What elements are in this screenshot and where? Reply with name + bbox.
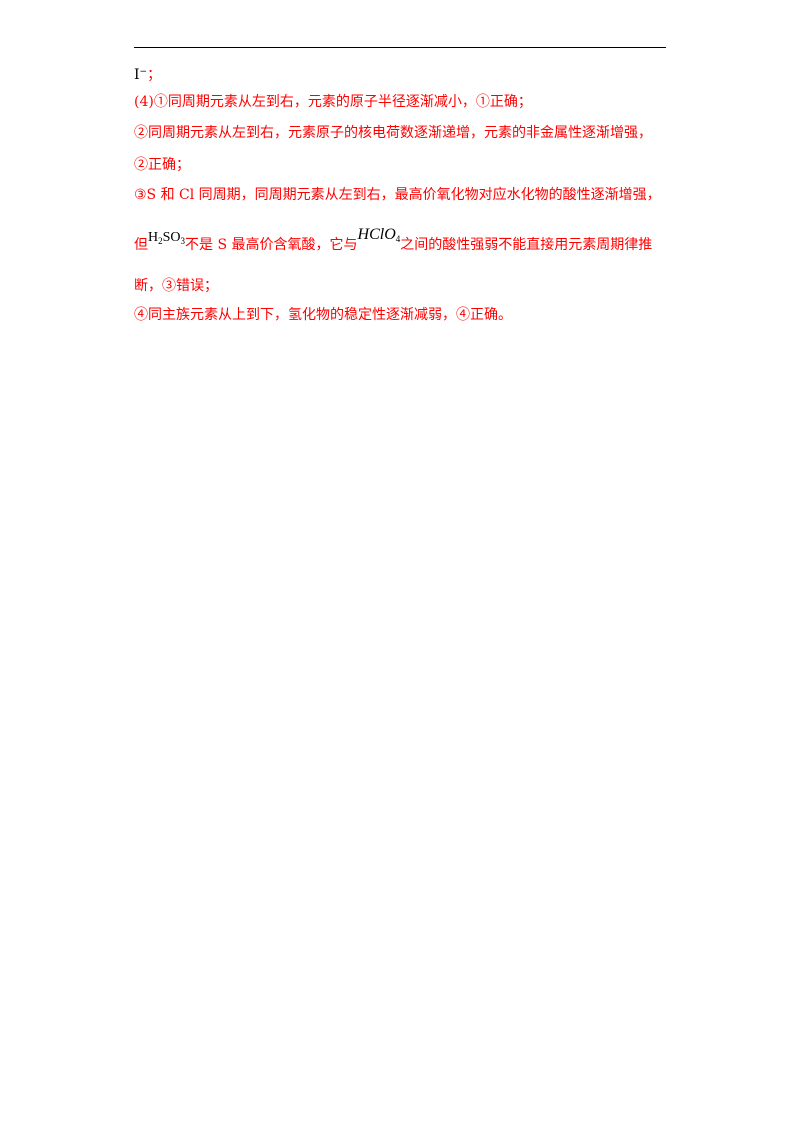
line-answer-2a: ②同周期元素从左到右，元素原子的核电荷数逐渐递增，元素的非金属性逐渐增强，	[134, 125, 652, 141]
line-answer-4-1: (4)①同周期元素从左到右，元素的原子半径逐渐减小，①正确；	[134, 94, 532, 110]
formula-h2so3: H2SO3	[148, 230, 186, 246]
header-rule	[134, 47, 666, 48]
line-answer-2b: ②正确；	[134, 157, 190, 173]
text-acidity-comparison: 之间的酸性强弱不能直接用元素周期律推	[400, 237, 653, 253]
text-but: 但	[134, 237, 148, 253]
line-answer-3b: 但H2SO3不是 S 最高价含氧酸，它与HClO4之间的酸性强弱不能直接用元素周…	[134, 226, 653, 258]
line-answer-4: ④同主族元素从上到下，氢化物的稳定性逐渐减弱，④正确。	[134, 307, 512, 323]
iodide-charge: −	[139, 67, 148, 77]
iodide-symbol: I	[134, 67, 140, 83]
line-iodide-ion: I−；	[134, 63, 161, 84]
text-not-highest-oxyacid: 不是 S 最高价含氧酸，它与	[185, 237, 358, 253]
line-answer-3a: ③S 和 Cl 同周期，同周期元素从左到右，最高价氧化物对应水化物的酸性逐渐增强…	[134, 187, 661, 203]
iodide-punct: ；	[147, 67, 162, 83]
line-answer-3c: 断，③错误；	[134, 278, 218, 294]
formula-hclo4: HClO4	[357, 226, 401, 244]
